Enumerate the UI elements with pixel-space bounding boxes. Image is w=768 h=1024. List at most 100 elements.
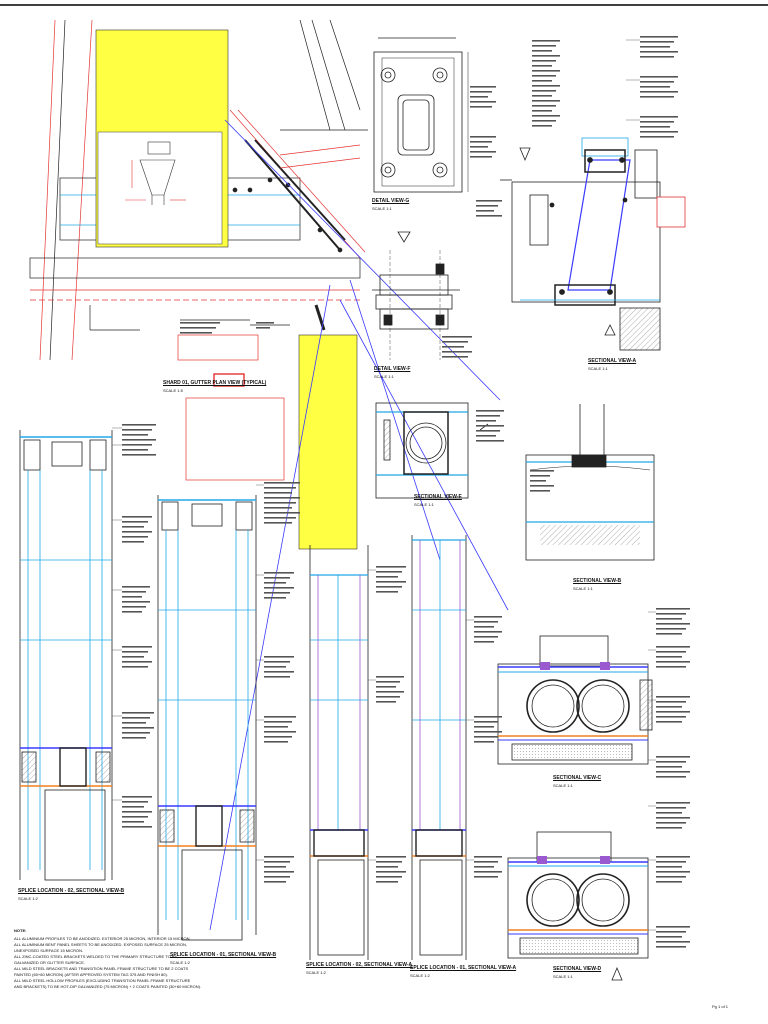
callout-text-line — [376, 686, 396, 688]
callout-text-line — [470, 156, 492, 158]
callout-text-line — [532, 110, 552, 112]
sectional-view-e — [375, 402, 489, 499]
callout-text-line — [640, 131, 678, 133]
callout-text-line — [474, 856, 502, 858]
callout-text-line — [532, 40, 560, 42]
callout-text-line — [656, 822, 686, 824]
callout-text-line — [476, 435, 496, 437]
callout-text-line — [474, 621, 498, 623]
callout-leaders — [112, 39, 656, 931]
title-sectional-c: SECTIONAL VIEW-C — [553, 775, 602, 781]
callout-text-line — [470, 141, 492, 143]
callout-text-line — [122, 429, 152, 431]
scale-sectional-b: SCALE 1:1 — [573, 586, 593, 591]
title-splice-02-b: SPLICE LOCATION - 02, SECTIONAL VIEW-B — [18, 888, 125, 894]
notes-line: ALL ALUMINIUM BENT PANEL SHEETS TO BE AN… — [14, 942, 188, 947]
callout-text-line — [532, 120, 556, 122]
notes-line: PAINTED (60+60 MICRON) (AFTER APPROVED S… — [14, 972, 168, 977]
callout-text-line — [264, 587, 294, 589]
callout-text-line — [532, 105, 556, 107]
callout-text-line — [122, 666, 148, 668]
callout-text-line — [640, 76, 678, 78]
callout-text-line — [474, 616, 502, 618]
callout-text-line — [264, 721, 292, 723]
scale-sectional-a: SCALE 1:1 — [588, 366, 608, 371]
callout-text-line — [474, 731, 502, 733]
callout-text-line — [656, 756, 690, 758]
callout-text-line — [656, 623, 690, 625]
callout-text-line — [376, 571, 402, 573]
callout-text-line — [122, 816, 148, 818]
callout-text-line — [532, 90, 556, 92]
callout-text-line — [122, 722, 146, 724]
callout-text-line — [656, 613, 686, 615]
callout-text-line — [476, 440, 504, 442]
notes-line: ALL ALUMINIUM PROFILES TO BE ANODIZED. E… — [14, 936, 191, 941]
callout-text-line — [122, 801, 148, 803]
callout-text-line — [122, 811, 152, 813]
callout-text-line — [656, 861, 686, 863]
callout-text-line — [476, 215, 502, 217]
splice-01-sectional-a — [411, 535, 467, 960]
callout-text-line — [640, 116, 678, 118]
callout-text-line — [470, 96, 488, 98]
notes-line: ALL MILD STEEL BRACKETS AND TRANSITION P… — [14, 966, 189, 971]
callout-text-line — [532, 115, 560, 117]
title-sectional-e: SECTIONAL VIEW-E — [414, 494, 462, 500]
callout-text-line — [264, 671, 294, 673]
callout-text-line — [376, 866, 398, 868]
callout-text-line — [530, 475, 550, 477]
callout-text-line — [122, 586, 150, 588]
callout-text-line — [264, 736, 292, 738]
callout-text-line — [470, 136, 496, 138]
callout-text-line — [122, 424, 156, 426]
callout-text-line — [640, 86, 670, 88]
callout-text-line — [122, 521, 148, 523]
callout-text-line — [376, 586, 402, 588]
callout-text-line — [180, 332, 212, 334]
callout-text-line — [256, 322, 274, 324]
callout-text-line — [264, 876, 290, 878]
callout-text-line — [474, 861, 498, 863]
callout-text-line — [122, 444, 152, 446]
callout-text-line — [264, 482, 300, 484]
callout-text-line — [376, 881, 398, 883]
callout-text-line — [122, 531, 152, 533]
callout-text-line — [532, 70, 560, 72]
callout-text-line — [264, 661, 290, 663]
callout-text-line — [476, 200, 502, 202]
callout-text-line — [656, 716, 686, 718]
callout-text-line — [122, 717, 150, 719]
callout-text-line — [264, 856, 294, 858]
callout-text-line — [122, 434, 148, 436]
callout-text-line — [470, 146, 488, 148]
inset-funnel-detail — [125, 141, 186, 205]
callout-text-line — [640, 56, 674, 58]
callout-text-line — [656, 856, 690, 858]
scale-detail-f: SCALE 1:1 — [374, 374, 394, 379]
callout-text-line — [180, 327, 216, 329]
callout-text-line — [264, 522, 292, 524]
callout-text-line — [264, 656, 294, 658]
callout-text-line — [122, 732, 150, 734]
splice-02-sectional-a — [309, 545, 369, 960]
callout-text-line — [122, 611, 142, 613]
callout-text-line — [656, 661, 690, 663]
callout-text-line — [122, 796, 152, 798]
scale-sectional-d: SCALE 1:1 — [553, 974, 573, 979]
callout-text-line — [264, 666, 286, 668]
callout-text-line — [122, 712, 154, 714]
callout-text-line — [264, 861, 290, 863]
callout-text-line — [656, 711, 690, 713]
scale-splice-01-a: SCALE 1:2 — [410, 973, 430, 978]
notes-line: AND BRACKETS) TO BE HOT-DIP GALVANIZED (… — [14, 984, 202, 989]
callout-text-line — [640, 46, 670, 48]
title-splice-02-a: SPLICE LOCATION - 02, SECTIONAL VIEW-A — [306, 962, 413, 968]
callout-text-line — [264, 871, 294, 873]
callout-text-line — [532, 55, 560, 57]
callout-text-line — [656, 656, 682, 658]
callout-text-line — [476, 205, 498, 207]
callout-text-line — [476, 410, 504, 412]
callout-text-line — [376, 681, 400, 683]
callout-text-line — [532, 65, 552, 67]
